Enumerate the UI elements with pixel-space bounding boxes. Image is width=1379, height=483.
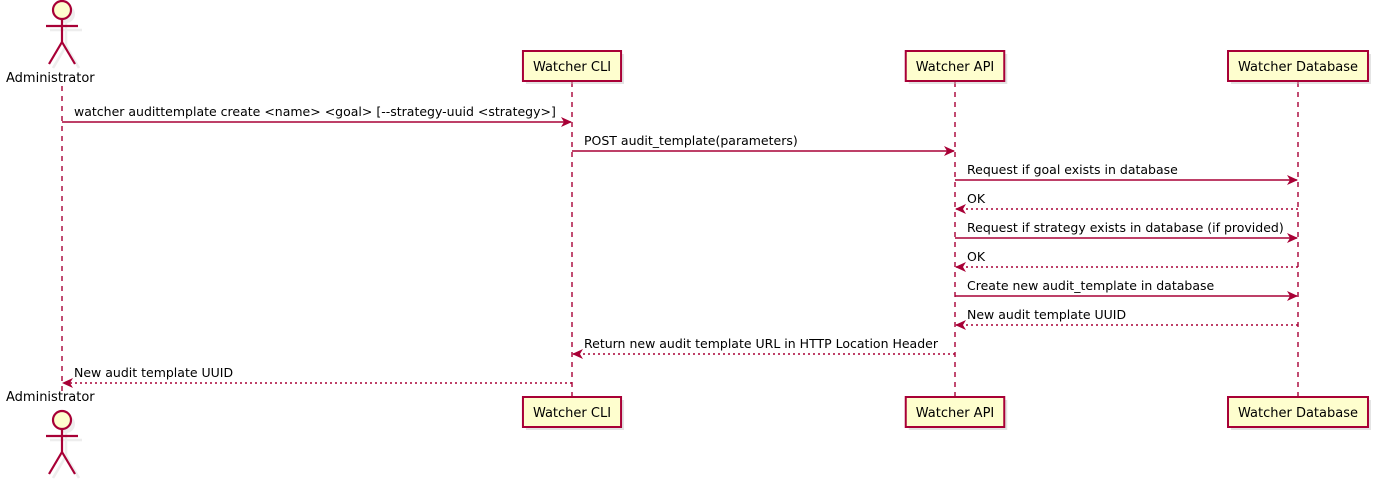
actor-administrator[interactable]: Administrator: [6, 0, 95, 86]
actor-leg-right: [61, 41, 76, 65]
participant-label: Watcher CLI: [533, 406, 611, 421]
participant-box-watcher-db[interactable]: Watcher Database: [1227, 50, 1371, 84]
actor-label: Administrator: [6, 71, 95, 86]
message-4[interactable]: OK: [955, 191, 1298, 214]
message-1[interactable]: watcher audittemplate create <name> <goa…: [62, 104, 572, 127]
lifelines-layer: [61, 82, 1299, 396]
message-9[interactable]: Return new audit template URL in HTTP Lo…: [572, 336, 955, 359]
message-label: POST audit_template(parameters): [584, 133, 798, 148]
actor-head-icon: [51, 0, 73, 21]
participant-box-watcher-api[interactable]: Watcher API: [904, 396, 1008, 430]
message-5[interactable]: Request if strategy exists in database (…: [955, 220, 1298, 243]
actor-label: Administrator: [6, 390, 95, 405]
message-3[interactable]: Request if goal exists in database: [955, 162, 1298, 185]
message-label: Return new audit template URL in HTTP Lo…: [584, 336, 939, 351]
participant-label: Watcher Database: [1238, 60, 1358, 75]
message-label: watcher audittemplate create <name> <goa…: [74, 104, 556, 119]
participant-label: Watcher Database: [1238, 406, 1358, 421]
actor-leg-left: [48, 41, 63, 65]
actor-leg-right: [61, 451, 76, 475]
participant-box-rect: [521, 396, 623, 428]
participant-box-watcher-cli[interactable]: Watcher CLI: [521, 50, 625, 84]
actor-administrator[interactable]: Administrator: [6, 390, 95, 479]
message-2[interactable]: POST audit_template(parameters): [572, 133, 955, 156]
message-label: OK: [967, 191, 986, 206]
message-label: New audit template UUID: [74, 365, 233, 380]
message-label: Request if strategy exists in database (…: [967, 220, 1284, 235]
participant-box-rect: [904, 50, 1006, 82]
message-8[interactable]: New audit template UUID: [955, 307, 1298, 330]
participant-box-rect: [904, 396, 1006, 428]
participant-box-watcher-db[interactable]: Watcher Database: [1227, 396, 1371, 430]
participant-box-watcher-api[interactable]: Watcher API: [904, 50, 1008, 84]
messages-layer: watcher audittemplate create <name> <goa…: [62, 104, 1298, 388]
message-6[interactable]: OK: [955, 249, 1298, 272]
participant-label: Watcher CLI: [533, 60, 611, 75]
message-10[interactable]: New audit template UUID: [62, 365, 572, 388]
participant-box-rect: [521, 50, 623, 82]
message-label: Request if goal exists in database: [967, 162, 1178, 177]
message-label: New audit template UUID: [967, 307, 1126, 322]
participant-label: Watcher API: [916, 60, 995, 75]
participant-label: Watcher API: [916, 406, 995, 421]
participant-box-watcher-cli[interactable]: Watcher CLI: [521, 396, 625, 430]
participant-box-rect: [1227, 50, 1369, 82]
message-7[interactable]: Create new audit_template in database: [955, 278, 1298, 301]
message-label: OK: [967, 249, 986, 264]
actor-head-icon: [51, 409, 73, 431]
participant-box-rect: [1227, 396, 1369, 428]
message-label: Create new audit_template in database: [967, 278, 1214, 293]
actor-leg-left: [48, 451, 63, 475]
